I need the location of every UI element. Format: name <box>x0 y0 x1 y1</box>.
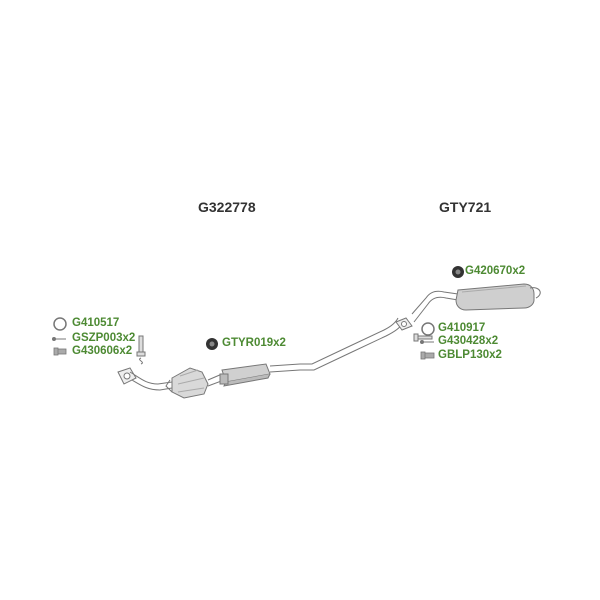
part-label-rear-bolt[interactable]: GBLP130x2 <box>438 349 502 361</box>
bolt-icon-rear <box>420 351 435 360</box>
rear-muffler <box>455 283 541 311</box>
part-label-rear-hanger[interactable]: G420670x2 <box>465 265 526 277</box>
spring-icon-rear <box>420 340 434 344</box>
center-muffler <box>219 363 271 387</box>
intermediate-pipe <box>269 317 403 373</box>
part-label-front-bolt[interactable]: G430606x2 <box>72 345 133 357</box>
rear-pipe <box>411 290 459 323</box>
front-spring-bolt <box>136 335 146 365</box>
mid-flange <box>395 317 413 331</box>
assembly-label-front[interactable]: G322778 <box>198 199 256 215</box>
catalytic-converter <box>165 367 209 399</box>
part-label-rear-ring[interactable]: G410917 <box>438 322 486 334</box>
bolt-icon <box>53 347 67 356</box>
hanger-icon <box>206 338 218 350</box>
hanger-icon-rear <box>452 266 464 278</box>
part-label-front-spring[interactable]: GSZP003x2 <box>72 332 136 344</box>
rear-spring-bolt <box>413 333 433 342</box>
assembly-label-rear[interactable]: GTY721 <box>439 199 492 215</box>
part-label-rear-spring[interactable]: G430428x2 <box>438 335 499 347</box>
part-label-front-ring[interactable]: G410517 <box>72 317 120 329</box>
spring-icon <box>52 337 66 341</box>
front-flange <box>117 367 137 385</box>
part-label-mid-hanger[interactable]: GTYR019x2 <box>222 337 286 349</box>
front-pipe <box>129 371 173 391</box>
ring-icon <box>53 317 67 331</box>
ring-icon-rear <box>421 322 435 336</box>
